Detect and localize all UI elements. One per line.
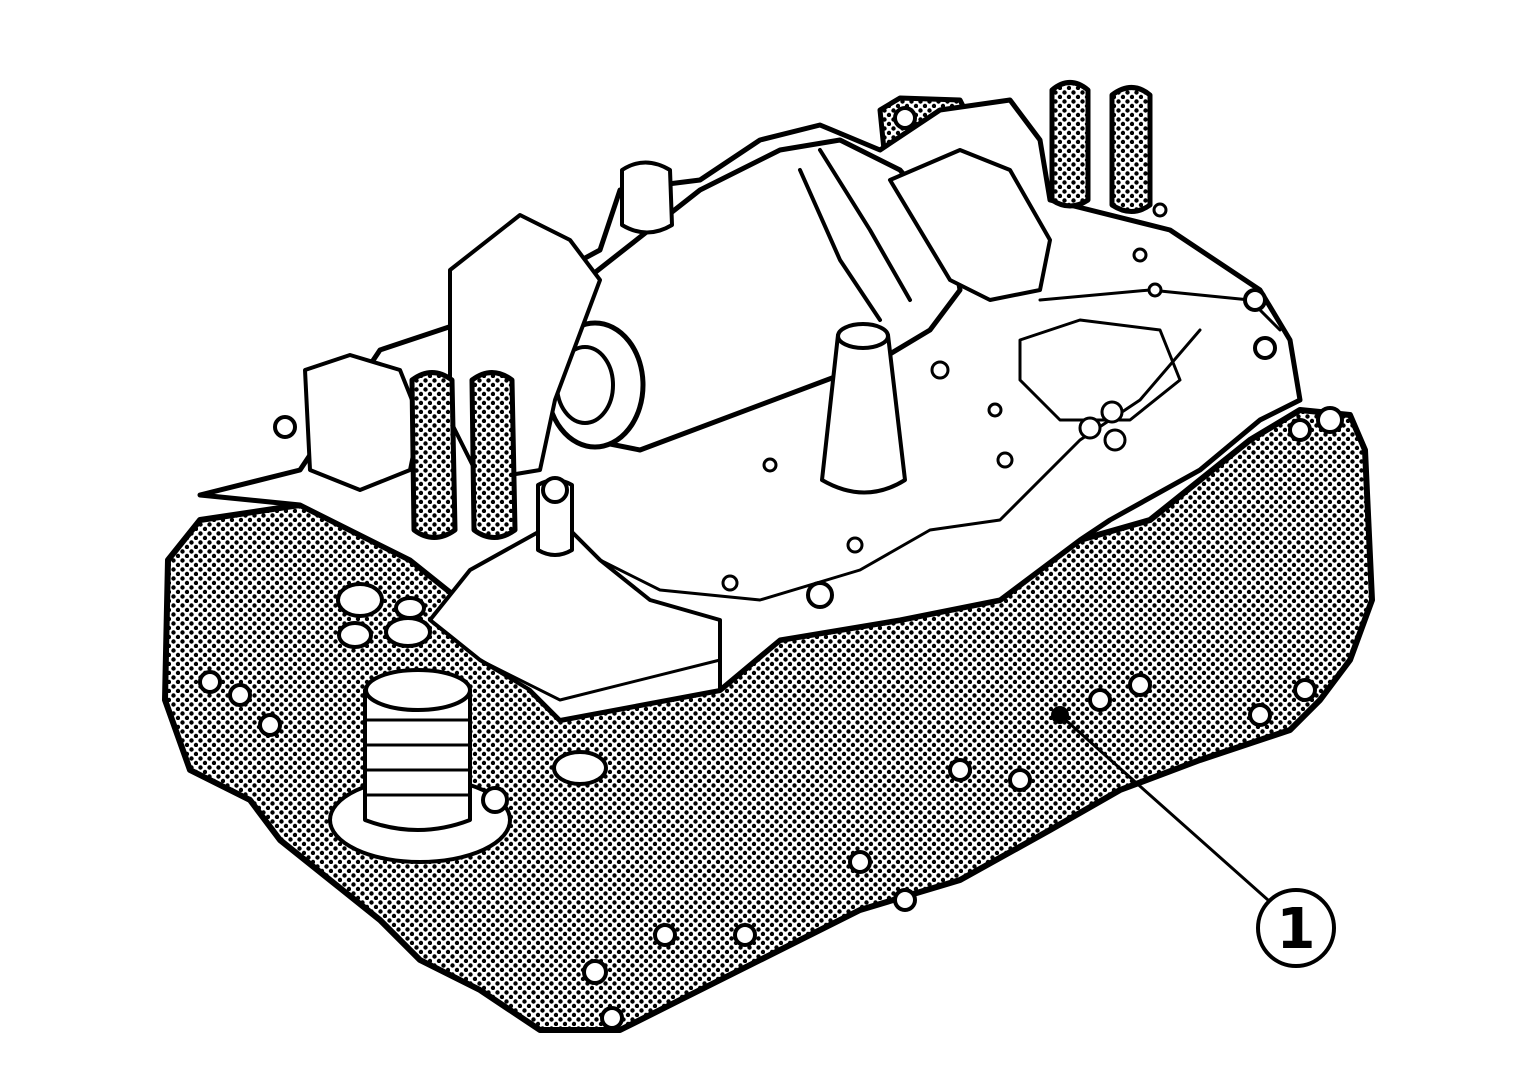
- callout-leader-line: [1058, 713, 1270, 902]
- housing-bolts: [198, 106, 1344, 1030]
- gear-housing: [888, 148, 1052, 302]
- threaded-fitting: [328, 668, 512, 864]
- plate-inner-line: [1018, 318, 1182, 422]
- motor-band: [798, 148, 912, 322]
- callout-circle: [1256, 888, 1336, 968]
- callout-number: 1: [1277, 897, 1316, 962]
- left-port-openings: [336, 582, 608, 786]
- plate-holes: [721, 202, 1168, 592]
- plate-ridge: [1038, 288, 1282, 332]
- left-bracket: [303, 353, 422, 492]
- shaded-tubes: [409, 80, 1153, 540]
- front-housing-edge: [478, 658, 722, 702]
